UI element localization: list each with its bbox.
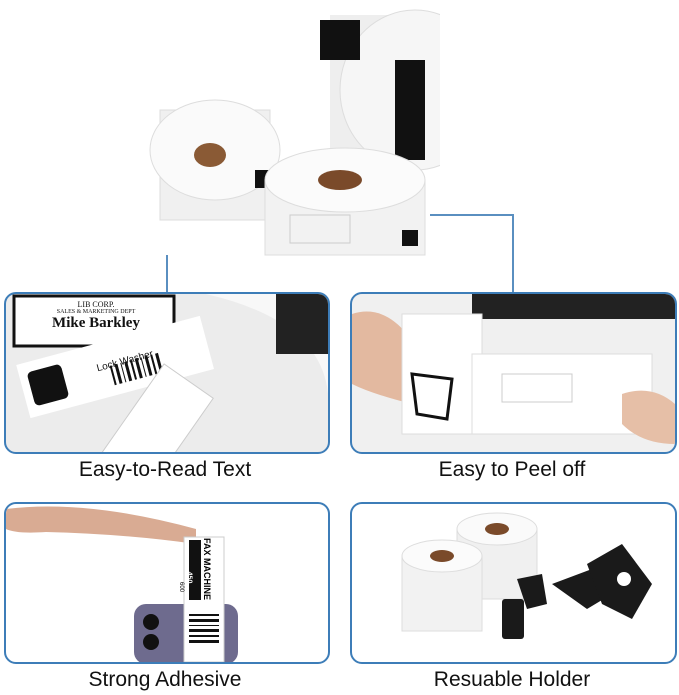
fax-label-badge: 450 <box>185 571 193 584</box>
caption-reusable-holder: Resuable Holder <box>433 668 591 691</box>
badge-company: LIB CORP. <box>77 300 115 309</box>
badge-name: Mike Barkley <box>52 315 140 331</box>
caption-easy-to-peel: Easy to Peel off <box>438 458 586 481</box>
caption-easy-to-read: Easy-to-Read Text <box>78 458 252 481</box>
fax-label-price: 600 <box>178 581 185 593</box>
name-badge-label: LIB CORP. SALES & MARKETING DEPT Mike Ba… <box>6 300 186 332</box>
roll-front <box>264 147 426 256</box>
roll-back <box>320 9 440 171</box>
roll-left <box>149 99 281 221</box>
connector-line-right-h <box>430 214 514 216</box>
panel-easy-to-read: LIB CORP. SALES & MARKETING DEPT Mike Ba… <box>4 292 330 454</box>
connector-line-right-v <box>512 214 514 293</box>
panel-easy-to-peel <box>350 292 677 454</box>
badge-dept: SALES & MARKETING DEPT <box>56 309 136 315</box>
connector-line-left <box>166 255 168 293</box>
roll-front-small <box>401 539 483 632</box>
panel-strong-adhesive: FAX MACHINE 450 600 <box>4 502 330 664</box>
fax-label-title: FAX MACHINE <box>202 537 213 601</box>
caption-strong-adhesive: Strong Adhesive <box>88 668 242 691</box>
panel-reusable-holder <box>350 502 677 664</box>
label-rolls-hero <box>149 9 440 256</box>
